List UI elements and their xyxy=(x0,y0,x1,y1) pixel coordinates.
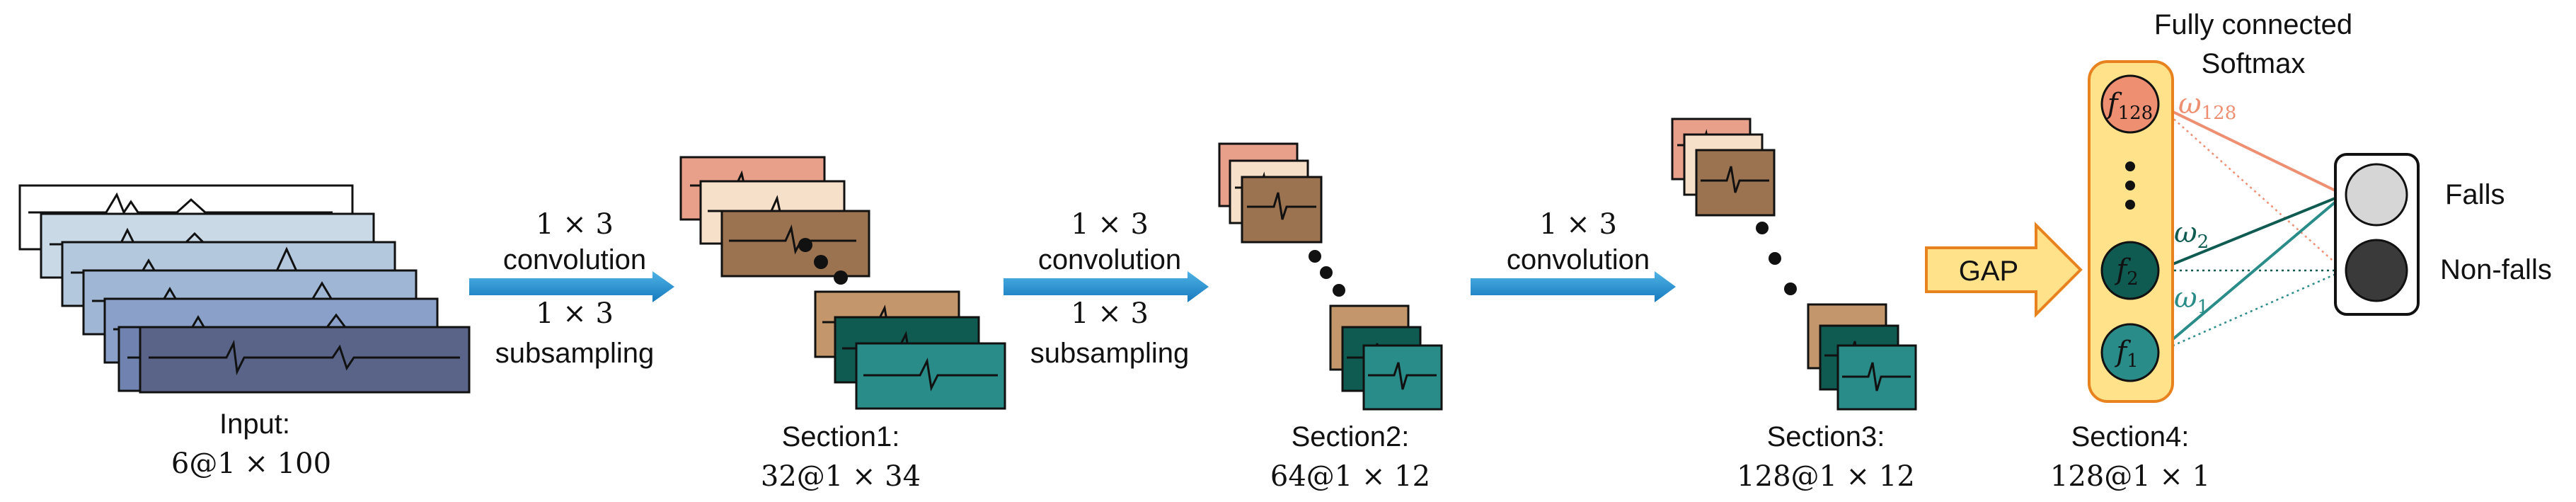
neuron-f128: f128 xyxy=(2100,74,2160,134)
section3-stack-bottom xyxy=(1807,303,1917,411)
section1-stack-top xyxy=(679,156,870,285)
neuron-f1: f1 xyxy=(2100,323,2160,382)
weight-w1: ω1 xyxy=(2174,282,2209,318)
arrow2-conv-label: convolution xyxy=(1038,244,1181,275)
output-nonfalls-node xyxy=(2345,239,2408,302)
fc-title-line2: Softmax xyxy=(2202,48,2306,79)
section3-stack-top xyxy=(1671,118,1797,295)
arrow1-conv-label: convolution xyxy=(503,244,646,275)
input-title: Input: xyxy=(219,409,290,440)
arrow-2 xyxy=(1004,271,1209,302)
section1-dims: 32@1 × 34 xyxy=(761,460,921,493)
weight-w2: ω2 xyxy=(2174,217,2209,253)
input-dims: 6@1 × 100 xyxy=(171,447,331,480)
section1-stack-bottom xyxy=(814,290,1006,410)
output-falls-label: Falls xyxy=(2445,179,2505,210)
arrow3-conv-size: 1 × 3 xyxy=(1539,208,1617,241)
neuron-ellipsis xyxy=(2125,161,2135,210)
arrow-1 xyxy=(469,271,674,302)
input-stack xyxy=(18,184,471,394)
arrow3-conv-label: convolution xyxy=(1507,244,1650,275)
neuron-f128-sub: 128 xyxy=(2118,103,2154,124)
arrow2-conv-size: 1 × 3 xyxy=(1071,208,1149,241)
input-layer-7 xyxy=(139,326,471,394)
section1-title: Section1: xyxy=(782,421,900,452)
arrow2-subs-size: 1 × 3 xyxy=(1071,297,1149,330)
neuron-f1-sub: 1 xyxy=(2127,350,2139,372)
gap-label: GAP xyxy=(1959,256,2018,287)
neuron-f2: f2 xyxy=(2100,241,2160,300)
section3-title: Section3: xyxy=(1767,421,1885,452)
output-falls-node xyxy=(2345,163,2408,227)
arrow1-subs-size: 1 × 3 xyxy=(536,297,614,330)
fc-title-line1: Fully connected xyxy=(2154,9,2352,40)
section2-title: Section2: xyxy=(1292,421,1410,452)
arrow-3 xyxy=(1471,271,1676,302)
arrow1-conv-size: 1 × 3 xyxy=(536,208,614,241)
output-nonfalls-label: Non-falls xyxy=(2440,254,2552,285)
fc-connections xyxy=(2156,103,2345,354)
section2-stack-bottom xyxy=(1329,304,1443,411)
fc-panel xyxy=(2088,60,2174,403)
section3-dims: 128@1 × 12 xyxy=(1737,460,1915,493)
section4-title: Section4: xyxy=(2071,421,2190,452)
arrow2-subs-label: subsampling xyxy=(1030,338,1190,369)
output-panel xyxy=(2334,153,2420,316)
gap-arrow xyxy=(1925,222,2083,318)
section2-dims: 64@1 × 12 xyxy=(1270,460,1430,493)
arrow1-subs-label: subsampling xyxy=(495,338,655,369)
neuron-f2-sub: 2 xyxy=(2127,268,2139,290)
weight-w128: ω128 xyxy=(2178,88,2236,124)
section2-stack-top xyxy=(1218,142,1345,297)
section4-dims: 128@1 × 1 xyxy=(2050,460,2210,493)
